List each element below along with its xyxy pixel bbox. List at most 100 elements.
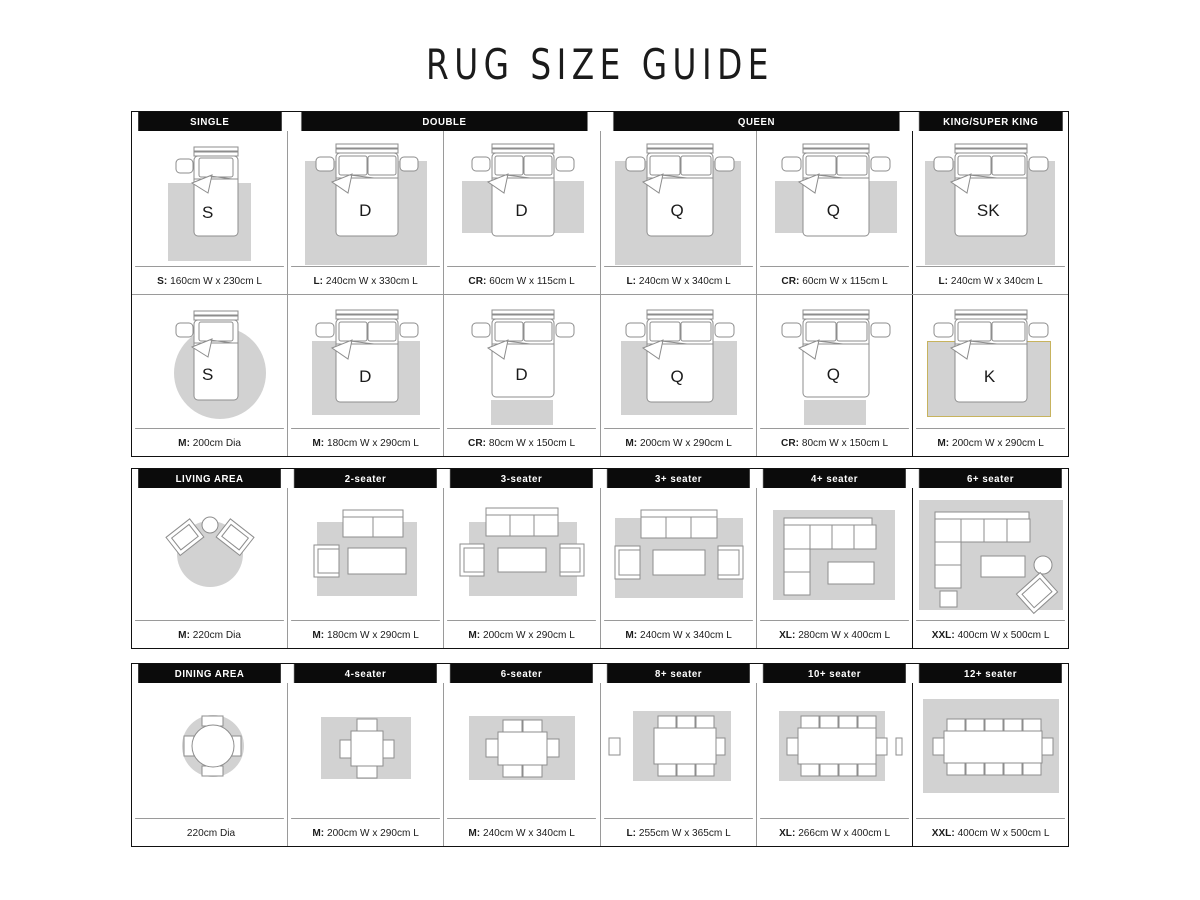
- cell-dining-6: M:240cm W x 340cm L: [443, 683, 600, 846]
- cell-king-m: K M:200cm W x 290cm L: [911, 295, 1069, 456]
- caption-prefix: M:: [312, 628, 325, 641]
- bed-size-tag: Q: [826, 365, 840, 384]
- caption-single-m: M:200cm Dia: [135, 428, 285, 456]
- caption-prefix: M:: [624, 628, 637, 641]
- caption-size: 60cm W x 115cm L: [489, 274, 576, 287]
- sofa-illustration: [459, 507, 585, 577]
- caption-prefix: M:: [468, 628, 481, 641]
- cell-living-round: M:220cm Dia: [132, 488, 288, 648]
- caption-queen-cr-foot: CR:80cm W x 150cm L: [759, 428, 909, 456]
- cell-4plus-seater: XL:280cm W x 400cm L: [755, 488, 912, 648]
- header-dining-area: DINING AREA: [138, 664, 281, 683]
- bed-illustration: [315, 143, 419, 237]
- cell-dining-4: M:200cm W x 290cm L: [287, 683, 444, 846]
- cell-dining-10: XL:266cm W x 400cm L: [755, 683, 912, 846]
- caption-size: 220cm Dia: [186, 826, 236, 839]
- caption-queen-cr: CR:60cm W x 115cm L: [759, 266, 909, 294]
- caption-size: 400cm W x 500cm L: [957, 826, 1050, 839]
- caption-prefix: L:: [938, 274, 948, 287]
- bed-illustration: [933, 309, 1049, 403]
- caption-prefix: L:: [625, 826, 636, 839]
- diagram-double-large-rect: D: [288, 131, 443, 266]
- dining-illustration: [932, 718, 1054, 776]
- caption-size: 240cm W x 340cm L: [639, 628, 732, 641]
- cell-3-seater: M:200cm W x 290cm L: [443, 488, 600, 648]
- bed-illustration: [471, 309, 575, 398]
- caption-size: 280cm W x 400cm L: [797, 628, 890, 641]
- cell-dining-8: L:255cm W x 365cm L: [599, 683, 756, 846]
- header-6-seater: 6-seater: [449, 664, 594, 683]
- bed-illustration: [175, 146, 239, 237]
- header-2-seater: 2-seater: [293, 469, 438, 488]
- rug-shape-left: [462, 181, 493, 233]
- section-bedroom: SINGLE DOUBLE QUEEN KING/SUPER KING: [131, 111, 1069, 457]
- caption-size: 240cm W x 330cm L: [326, 274, 418, 287]
- bed-size-tag: D: [359, 201, 372, 220]
- diagram-table-6: [444, 683, 599, 818]
- cell-superking-l: SK L:240cm W x 340cm L: [911, 131, 1069, 294]
- bedroom-header-row: SINGLE DOUBLE QUEEN KING/SUPER KING: [132, 112, 1068, 131]
- header-4plus-seater: 4+ seater: [761, 469, 906, 488]
- header-single: SINGLE: [138, 112, 282, 131]
- cell-dining-12: XXL:400cm W x 500cm L: [911, 683, 1069, 846]
- bed-illustration: [471, 143, 575, 237]
- cell-double-cr-foot: D CR:80cm W x 150cm L: [443, 295, 600, 456]
- diagram-4plus-sectional: [757, 488, 912, 620]
- bed-illustration: [625, 309, 735, 403]
- bedroom-row-1: S S:160cm W x 230cm L: [132, 131, 1069, 295]
- cell-dining-round: 220cm Dia: [132, 683, 288, 846]
- header-3plus-seater: 3+ seater: [605, 469, 750, 488]
- caption-dining-10: XL:266cm W x 400cm L: [759, 818, 909, 846]
- dining-illustration: [339, 718, 395, 779]
- cell-queen-l: Q L:240cm W x 340cm L: [599, 131, 756, 294]
- section-living-area: LIVING AREA 2-seater 3-seater 3+ seater …: [131, 468, 1069, 649]
- caption-size: 255cm W x 365cm L: [638, 826, 731, 839]
- rug-shape-right: [866, 181, 897, 233]
- caption-size: 80cm W x 150cm L: [489, 436, 576, 449]
- dining-illustration: [786, 715, 903, 777]
- bed-size-tag: D: [515, 201, 528, 220]
- sectional-illustration: [783, 517, 877, 596]
- caption-size: 240cm W x 340cm L: [638, 274, 731, 287]
- caption-dining-round: 220cm Dia: [135, 818, 285, 846]
- diagram-queen-large-rect: Q: [601, 131, 756, 266]
- caption-prefix: M:: [178, 628, 190, 641]
- header-living-area: LIVING AREA: [138, 469, 281, 488]
- diagram-double-side-runners: D: [444, 131, 599, 266]
- caption-6plus-seater: XXL:400cm W x 500cm L: [915, 620, 1065, 648]
- bed-size-tag: S: [202, 365, 214, 384]
- cell-double-m: D M:180cm W x 290cm L: [287, 295, 444, 456]
- cell-single-m-round: S M:200cm Dia: [132, 295, 288, 456]
- diagram-queen-foot-runner: Q: [757, 295, 912, 428]
- bed-size-tag: D: [515, 365, 528, 384]
- caption-dining-8: L:255cm W x 365cm L: [603, 818, 753, 846]
- diagram-double-foot-runner: D: [444, 295, 599, 428]
- header-10plus-seater: 10+ seater: [761, 664, 906, 683]
- caption-dining-4: M:200cm W x 290cm L: [291, 818, 441, 846]
- caption-size: 200cm W x 290cm L: [483, 628, 576, 641]
- caption-double-cr-foot: CR:80cm W x 150cm L: [447, 428, 597, 456]
- caption-size: 240cm W x 340cm L: [483, 826, 576, 839]
- diagram-round-table: [132, 683, 287, 818]
- caption-prefix: M:: [468, 826, 481, 839]
- dining-header-row: DINING AREA 4-seater 6-seater 8+ seater …: [132, 664, 1068, 683]
- diagram-armchairs-round-rug: [132, 488, 287, 620]
- caption-single-s: S:160cm W x 230cm L: [135, 266, 285, 294]
- header-8plus-seater: 8+ seater: [605, 664, 750, 683]
- caption-prefix: XL:: [778, 628, 796, 641]
- bed-size-tag: S: [202, 203, 214, 222]
- caption-4plus-seater: XL:280cm W x 400cm L: [759, 620, 909, 648]
- bedroom-row-2: S M:200cm Dia: [132, 295, 1069, 456]
- caption-size: 200cm Dia: [192, 436, 242, 449]
- caption-3-seater: M:200cm W x 290cm L: [447, 620, 597, 648]
- caption-prefix: M:: [312, 436, 325, 449]
- cell-double-cr: D CR:60cm W x 115cm L: [443, 131, 600, 294]
- caption-prefix: CR:: [468, 436, 487, 449]
- bed-size-tag: K: [983, 367, 996, 386]
- caption-prefix: L:: [625, 274, 636, 287]
- caption-size: 160cm W x 230cm L: [170, 274, 263, 287]
- header-4-seater: 4-seater: [293, 664, 438, 683]
- diagram-superking-large-rect: SK: [913, 131, 1068, 266]
- caption-size: 200cm W x 290cm L: [327, 826, 420, 839]
- rug-shape-left: [774, 181, 805, 233]
